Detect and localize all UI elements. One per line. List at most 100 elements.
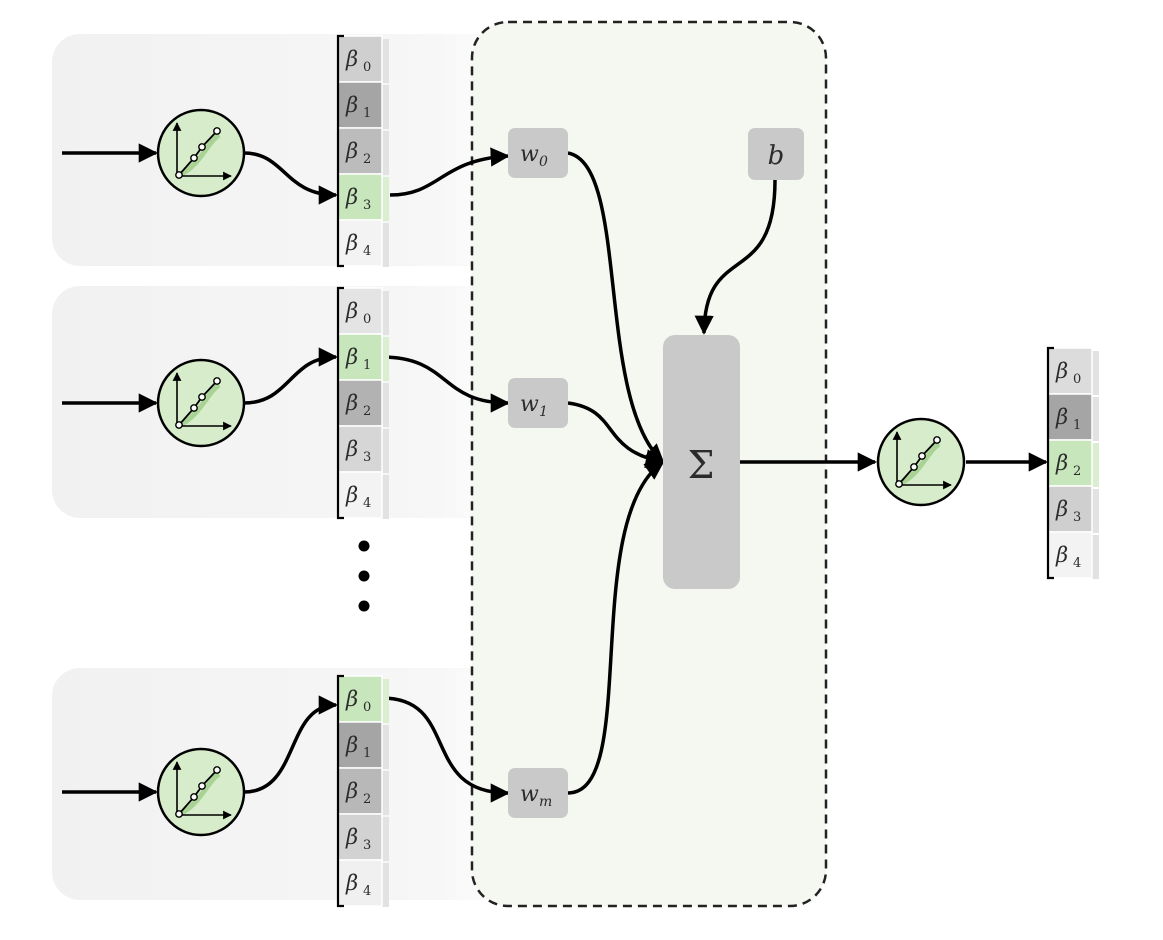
weight-box: [508, 768, 568, 818]
sum-label: Σ: [688, 443, 715, 487]
weight-label: w: [520, 392, 539, 417]
quant-cell-label: β: [345, 825, 358, 849]
quant-cell-subscript: 4: [363, 496, 371, 511]
quant-cell: [337, 379, 383, 427]
weight-label: w: [520, 782, 539, 807]
cell-side: [382, 337, 389, 381]
quant-cell: [337, 721, 383, 769]
quant-cell-label: β: [345, 733, 358, 757]
sum-box: [663, 335, 740, 589]
wm-to-sum: [567, 460, 665, 795]
cell-side: [382, 131, 389, 175]
ellipsis-dot: [358, 540, 370, 552]
row-panel-m: [52, 668, 572, 900]
cell-side: [1092, 443, 1099, 487]
quant-cell-selected: [337, 675, 383, 723]
stack-bracket: [336, 674, 344, 908]
quant-cell-label: β: [1055, 405, 1068, 429]
bias-node: b: [748, 128, 804, 180]
activation-curve: [177, 132, 221, 178]
activation-point: [175, 421, 183, 429]
beta0-to-wm: [381, 696, 510, 803]
output-activation: [876, 417, 966, 507]
quant-cell-subscript: 2: [363, 792, 371, 807]
weight-subscript: m: [539, 794, 552, 810]
quant-cell: [337, 287, 383, 335]
quant-cell-label: β: [345, 231, 358, 255]
quant-cell-label: β: [345, 93, 358, 117]
bias-label: b: [768, 141, 785, 171]
quant-cell-subscript: 1: [1073, 418, 1081, 433]
quant-cell-subscript: 3: [363, 838, 371, 853]
weight-box: [508, 378, 568, 428]
activation-point: [933, 436, 941, 444]
row-panels: [52, 34, 572, 900]
ellipsis-dots: [358, 540, 370, 612]
quant-cell-label: β: [345, 687, 358, 711]
stack-bracket: [336, 34, 344, 268]
quant-cell: [337, 859, 383, 907]
quant-cell-label: β: [345, 299, 358, 323]
stack-bracket: [336, 286, 344, 520]
activation-point: [175, 171, 183, 179]
cell-side: [382, 771, 389, 815]
quant-cell-label: β: [1055, 497, 1068, 521]
quant-cell-subscript: 1: [363, 746, 371, 761]
cell-side: [382, 177, 389, 221]
quant-cell-subscript: 0: [363, 312, 371, 327]
cell-side: [382, 223, 389, 267]
sum-node: Σ: [663, 335, 740, 589]
activation-line: [178, 130, 218, 176]
cell-side: [382, 429, 389, 473]
activation-m: [156, 747, 246, 837]
quant-cell: [337, 219, 383, 267]
weight-label: w: [520, 142, 539, 167]
bias-box: [748, 128, 804, 180]
quant-cell-subscript: 3: [363, 198, 371, 213]
quant-cell-subscript: 4: [363, 244, 371, 259]
connections: [243, 147, 1048, 803]
cell-side: [1092, 351, 1099, 395]
ellipsis-dot: [358, 570, 370, 582]
activation-point: [910, 463, 918, 471]
weight-subscript: 1: [539, 404, 548, 420]
cell-side: [1092, 489, 1099, 533]
activation-line: [178, 380, 218, 426]
quant-cell-subscript: 3: [363, 450, 371, 465]
quant-cell-label: β: [345, 345, 358, 369]
quant-cell: [337, 35, 383, 83]
activation-line: [898, 439, 938, 485]
activation-point: [213, 127, 221, 135]
actm-to-quant: [243, 695, 338, 794]
ellipsis-dot: [358, 600, 370, 612]
quant-cell-label: β: [345, 871, 358, 895]
activation-point: [190, 793, 198, 801]
activation-curve: [177, 771, 221, 817]
quant-cell-subscript: 4: [363, 884, 371, 899]
cell-side: [382, 383, 389, 427]
cell-side: [382, 817, 389, 861]
activation-point: [198, 143, 206, 151]
quant-cell-subscript: 1: [363, 358, 371, 373]
beta1-to-w1: [381, 355, 510, 413]
stack-bracket: [1046, 346, 1054, 580]
cell-side: [1092, 535, 1099, 579]
quant-cell-label: β: [1055, 359, 1068, 383]
cell-side: [382, 291, 389, 335]
activation-point: [198, 393, 206, 401]
quant-cell-label: β: [1055, 451, 1068, 475]
quant-cell-subscript: 1: [363, 106, 371, 121]
row-panel-0: [52, 34, 572, 266]
activation-point: [190, 404, 198, 412]
quant-cell-subscript: 4: [1073, 556, 1081, 571]
cell-side: [382, 85, 389, 129]
quant-cell-selected: [337, 173, 383, 221]
cell-side: [382, 475, 389, 519]
cell-side: [1092, 397, 1099, 441]
quant-cell: [1047, 485, 1093, 533]
quant-cell-selected: [337, 333, 383, 381]
